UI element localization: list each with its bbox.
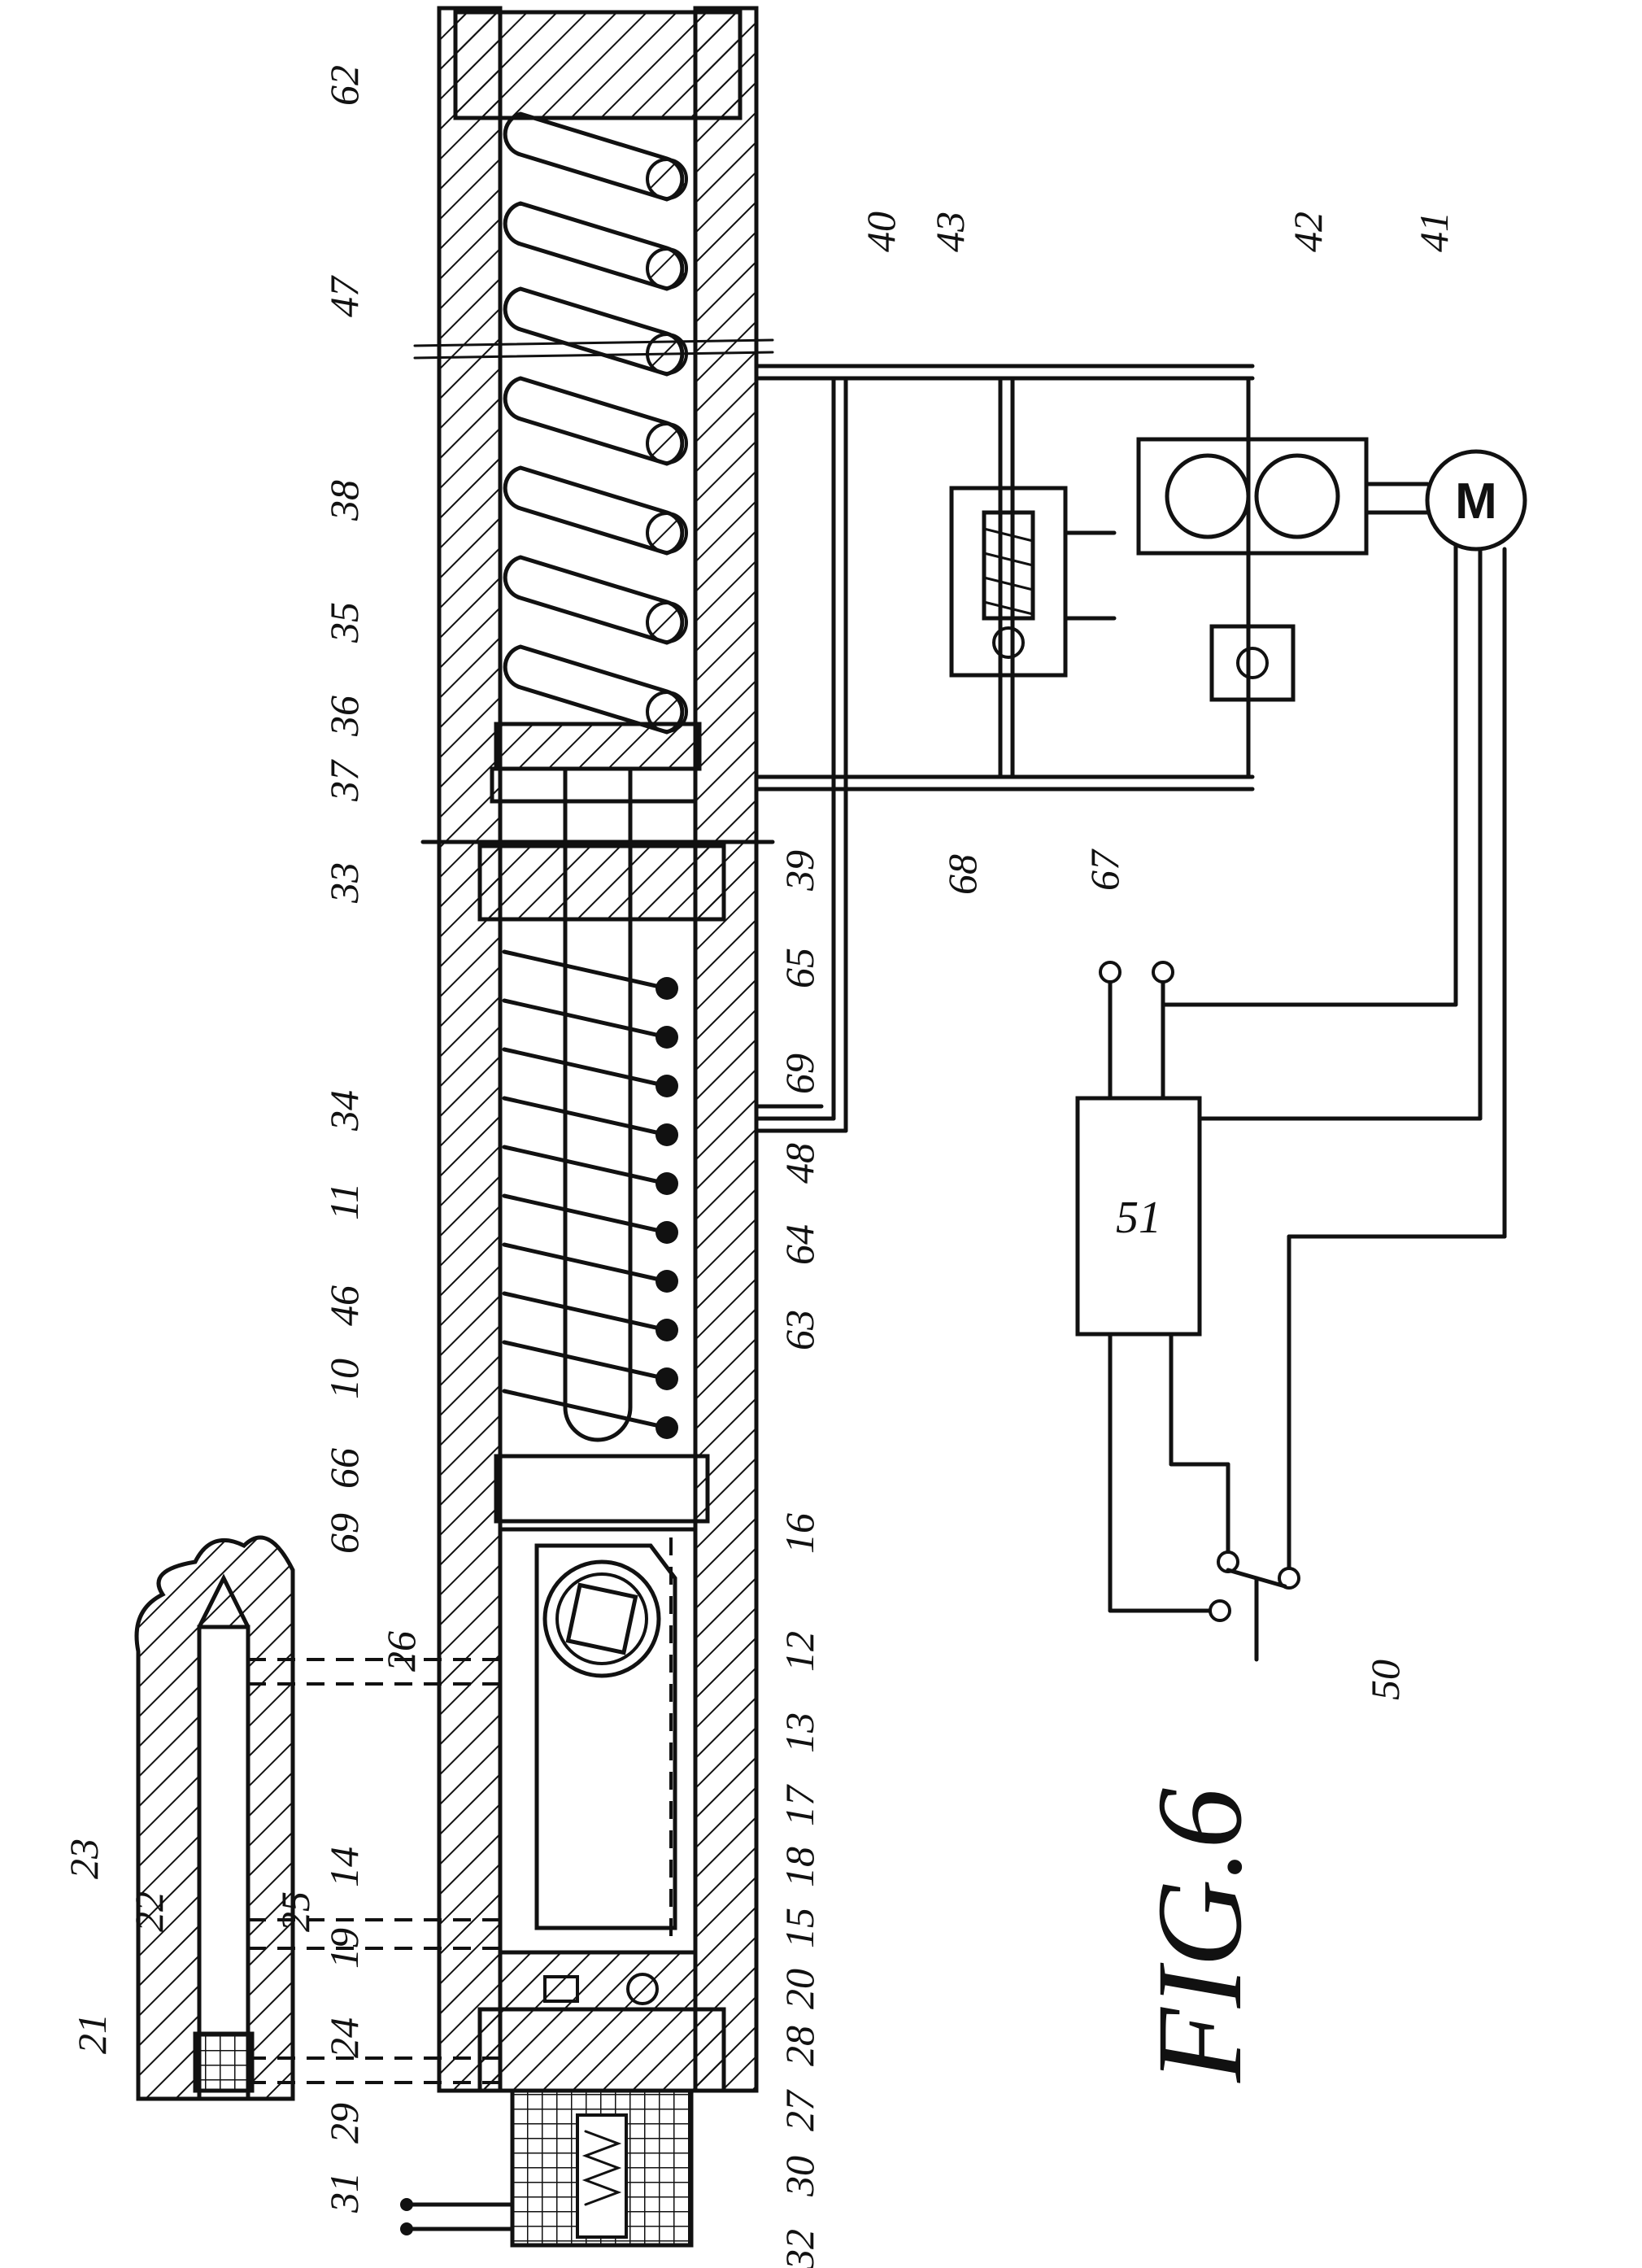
ref-label-41: 41: [1411, 212, 1457, 252]
ref-label-11: 11: [321, 1183, 367, 1220]
ref-label-10: 10: [321, 1359, 367, 1399]
ref-label-17: 17: [777, 1784, 822, 1826]
carrier-14: [500, 1529, 695, 1952]
ref-label-69b: 69: [777, 1053, 822, 1094]
ref-label-64: 64: [777, 1224, 822, 1265]
control-circuit: 51: [1078, 545, 1505, 1660]
small-spring: [504, 952, 678, 1439]
ref-label-16: 16: [777, 1513, 822, 1554]
ref-label-28: 28: [777, 2026, 822, 2066]
ref-label-39: 39: [777, 850, 822, 892]
ref-label-38: 38: [321, 480, 367, 521]
ref-label-21: 21: [69, 2013, 115, 2054]
ref-label-30: 30: [777, 2156, 822, 2197]
ref-label-62: 62: [321, 65, 367, 106]
ref-label-20: 20: [777, 1969, 822, 2009]
ref-label-46: 46: [321, 1285, 367, 1326]
ref-label-65: 65: [777, 948, 822, 988]
figure-title: FIG.6: [1132, 1788, 1267, 2083]
solenoid-30: [400, 2091, 691, 2245]
ref-label-14: 14: [321, 1847, 367, 1887]
ref-label-24: 24: [321, 2017, 367, 2058]
ref-label-31: 31: [321, 2172, 367, 2213]
ref-label-63: 63: [777, 1310, 822, 1350]
ref-label-43: 43: [927, 212, 973, 252]
ref-label-68: 68: [939, 854, 985, 895]
ref-label-15: 15: [777, 1908, 822, 1948]
ref-label-42: 42: [1285, 212, 1331, 252]
ref-label-40: 40: [858, 212, 904, 252]
part-16: [496, 1456, 708, 1521]
ref-label-69a: 69: [321, 1513, 367, 1554]
big-spring: [505, 114, 686, 732]
ref-label-29: 29: [321, 2103, 367, 2144]
piston-36: [496, 724, 699, 769]
ref-label-37: 37: [321, 759, 367, 802]
ref-label-50: 50: [1362, 1660, 1408, 1700]
ref-label-13: 13: [777, 1712, 822, 1753]
ref-label-33: 33: [321, 862, 367, 904]
ref-label-66: 66: [321, 1448, 367, 1489]
motor-label: M: [1455, 473, 1497, 530]
ref-label-34: 34: [321, 1090, 367, 1132]
ref-label-19: 19: [321, 1928, 367, 1969]
ref-label-35: 35: [321, 602, 367, 643]
ref-label-25: 25: [272, 1891, 318, 1932]
ref-label-67: 67: [1082, 848, 1127, 891]
ref-label-26: 26: [378, 1631, 424, 1672]
housing: [415, 8, 773, 2091]
ref-label-36: 36: [321, 696, 367, 737]
ref-label-27: 27: [777, 2089, 822, 2131]
ref-label-48: 48: [777, 1143, 822, 1184]
valve-block: [500, 1952, 695, 2009]
control-unit-label: 51: [1116, 1193, 1161, 1243]
ref-label-18: 18: [777, 1847, 822, 1887]
hydraulic-circuit: M: [756, 366, 1525, 1131]
ref-label-32: 32: [777, 2229, 822, 2268]
ref-label-22: 22: [126, 1891, 172, 1932]
ref-label-12: 12: [777, 1631, 822, 1672]
ref-label-23: 23: [61, 1838, 107, 1879]
ref-label-47: 47: [321, 275, 367, 317]
